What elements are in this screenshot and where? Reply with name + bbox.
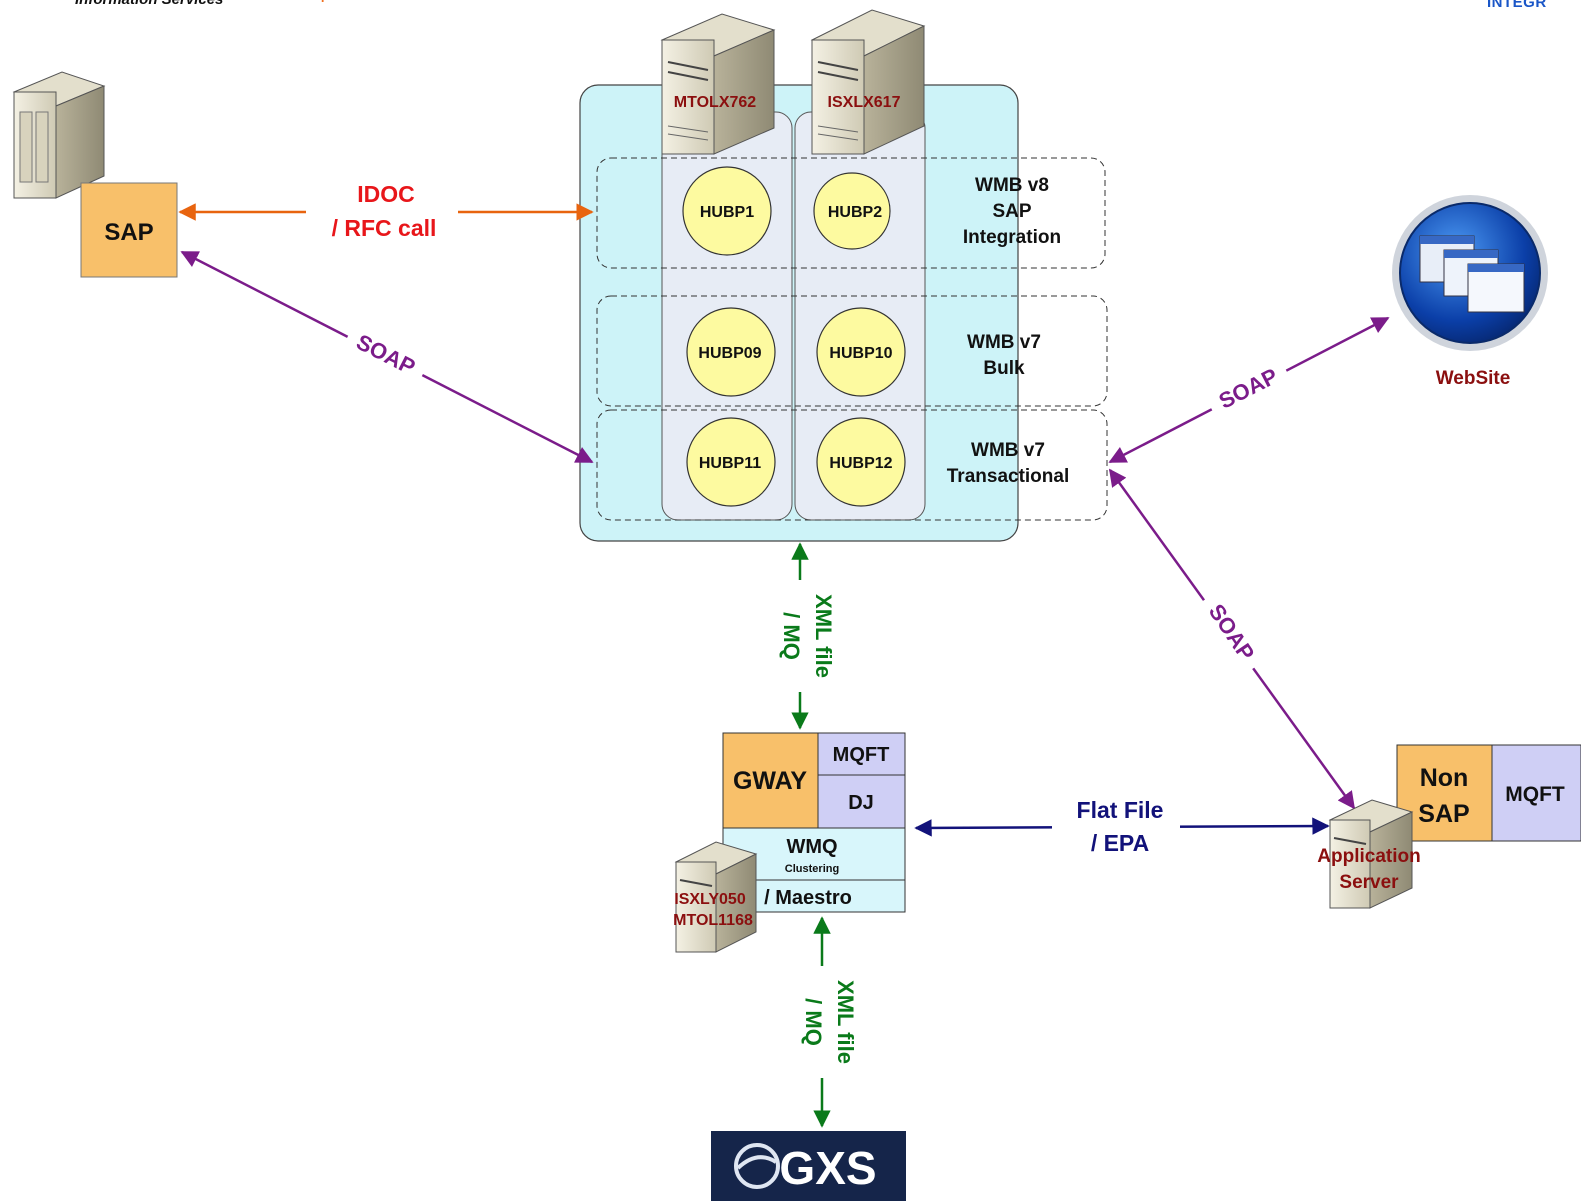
xml-bottom-label-line1: XML file [833, 980, 858, 1064]
gway-mqft-box [817, 732, 906, 776]
group-wmb8 [596, 157, 1106, 269]
hub-hubp1-label: HUBP1 [700, 204, 754, 221]
hub-hubp12: HUBP12 [816, 417, 906, 507]
idoc-label-line2: / RFC call [332, 215, 437, 241]
idoc-label-line1: IDOC [357, 181, 415, 207]
group-bulk-line1: WMB v7 [967, 332, 1041, 353]
group-wmb8-line1: WMB v8 [975, 175, 1049, 196]
hub-hubp2: HUBP2 [813, 172, 891, 250]
website-label: WebSite [1436, 368, 1511, 389]
xml-top-label-line2: / MQ [779, 612, 804, 660]
group-trans-line2: Transactional [947, 466, 1070, 487]
hub-hubp11-label: HUBP11 [699, 455, 761, 472]
non-sap-label-line2: SAP [1418, 800, 1469, 828]
gway-dj-label: DJ [848, 792, 874, 814]
non-sap-mqft-box [1491, 744, 1581, 842]
header-left-text: Information Services [75, 0, 223, 8]
xml-bottom-label-line2: / MQ [801, 998, 826, 1046]
group-wmb8-line3: Integration [963, 227, 1061, 248]
hub-hubp10: HUBP10 [816, 307, 906, 397]
sap-label: SAP [104, 219, 153, 246]
hub-hubp09: HUBP09 [686, 307, 776, 397]
flatfile-label-line1: Flat File [1077, 797, 1164, 823]
gway-maestro-label: / Maestro [764, 887, 852, 909]
hub-hubp11: HUBP11 [686, 417, 776, 507]
gway-mqft-label: MQFT [833, 744, 890, 766]
server-mtolx762-label: MTOLX762 [674, 94, 757, 111]
header-plus-mark: + [318, 0, 327, 8]
gway-server-label-2: MTOL1168 [673, 912, 753, 929]
hub-hubp2-label: HUBP2 [828, 204, 882, 221]
non-sap-mqft-label: MQFT [1505, 783, 1565, 806]
sap-server-icon [12, 71, 106, 199]
gway-clustering-label: Clustering [785, 863, 839, 875]
group-trans-line1: WMB v7 [971, 440, 1045, 461]
gway-box [722, 732, 819, 829]
group-wmb7-bulk [596, 295, 1108, 407]
application-server-label-1: Application [1317, 846, 1420, 867]
server-isxlx617-icon [810, 9, 926, 155]
xml-top-label-line1: XML file [811, 594, 836, 678]
gway-dj-box [817, 774, 906, 829]
header-right-text: INTEGR [1487, 0, 1547, 11]
group-wmb8-line2: SAP [992, 201, 1031, 222]
hub-hubp12-label: HUBP12 [829, 455, 892, 472]
server-mtolx762-icon [660, 13, 776, 155]
gxs-logo-box [711, 1131, 906, 1201]
flatfile-label-line2: / EPA [1091, 830, 1149, 856]
gway-wmq-label: WMQ [786, 836, 837, 858]
gxs-globe-icon [734, 1143, 780, 1189]
group-bulk-line2: Bulk [983, 358, 1025, 379]
gway-server-label-1: ISXLY050 [674, 891, 746, 908]
hub-hubp09-label: HUBP09 [698, 345, 761, 362]
non-sap-label-line1: Non [1420, 764, 1469, 792]
sap-box [80, 182, 178, 278]
hub-hubp1: HUBP1 [682, 166, 772, 256]
gxs-logo-text: GXS [779, 1142, 876, 1194]
gway-label: GWAY [733, 767, 807, 795]
application-server-icon [1328, 799, 1414, 909]
server-isxlx617-label: ISXLX617 [828, 94, 901, 111]
website-icon [1392, 195, 1548, 351]
group-wmb7-transactional [596, 409, 1108, 521]
hub-hubp10-label: HUBP10 [829, 345, 892, 362]
application-server-label-2: Server [1339, 872, 1399, 893]
gway-server-icon [674, 841, 758, 953]
